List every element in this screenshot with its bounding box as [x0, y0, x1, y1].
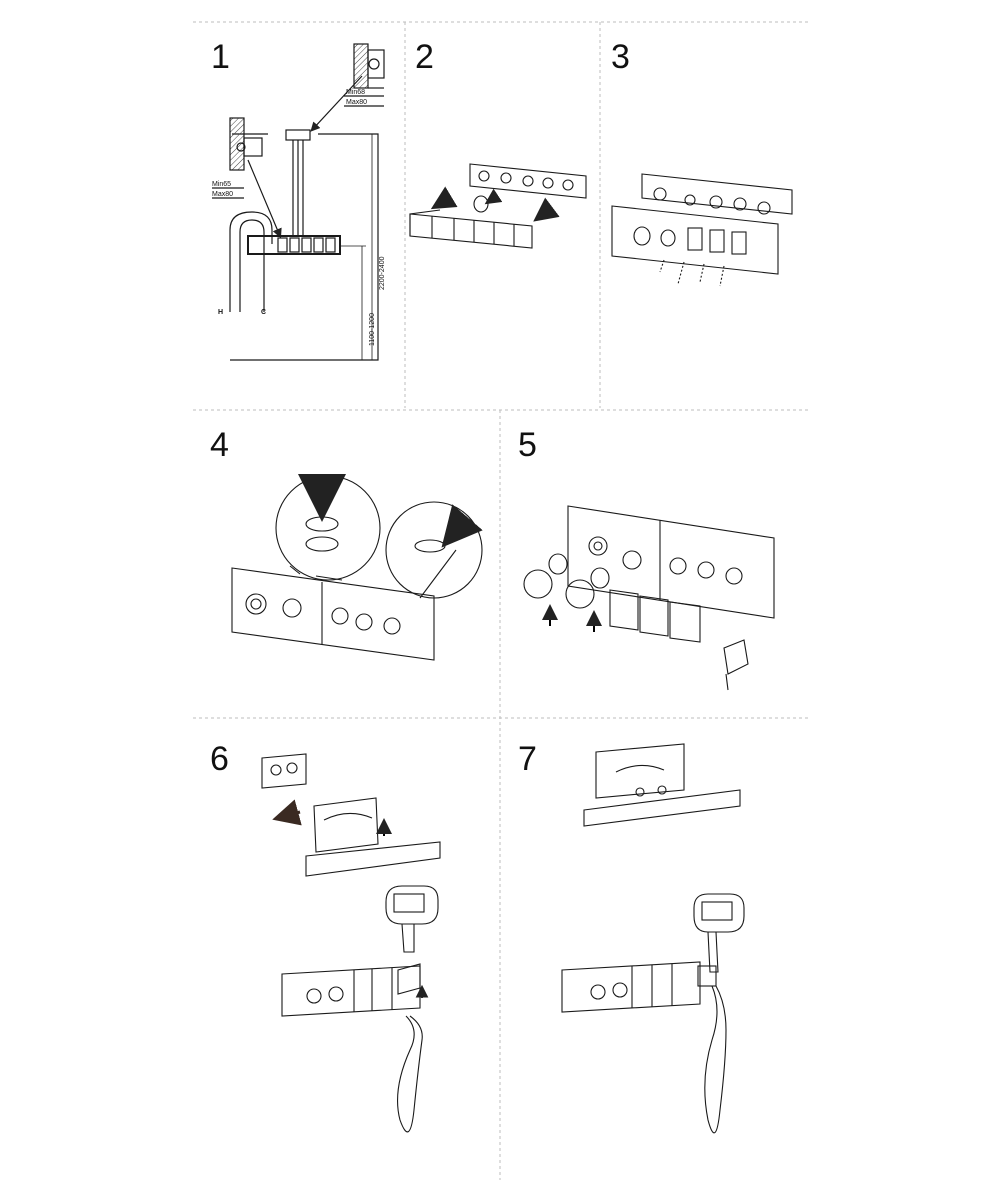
step-number-3: 3 [611, 38, 630, 76]
dim-min-side: Min65 [212, 181, 231, 188]
step1-dimension-labels: Min68 Max80 Min65 Max80 2200-2400 1100-1… [212, 89, 386, 346]
step-number-2: 2 [415, 38, 434, 76]
step4-install-cartridge [231, 474, 483, 661]
step-number-1: 1 [211, 38, 230, 76]
dim-max-side: Max80 [212, 191, 233, 198]
dim-min-top: Min68 [346, 89, 365, 96]
label-hot: H [218, 309, 223, 316]
panel-dividers [193, 21, 808, 1180]
step-number-5: 5 [518, 426, 537, 464]
step5-knobs-buttons [523, 505, 775, 691]
label-cold: C [261, 309, 266, 316]
step7-final-assembly [561, 743, 745, 1134]
step3-cover-plate [611, 173, 793, 287]
step1-wall-diagram [212, 43, 385, 361]
dim-height-valve: 1100-1200 [369, 313, 376, 346]
step2-valve-assembly [409, 163, 587, 249]
dim-max-top: Max80 [346, 99, 367, 106]
step-number-6: 6 [210, 740, 229, 778]
step-number-4: 4 [210, 426, 229, 464]
step6-outlet-and-hose [261, 753, 441, 1133]
dim-height-total: 2200-2400 [379, 256, 386, 290]
step-number-7: 7 [518, 740, 537, 778]
